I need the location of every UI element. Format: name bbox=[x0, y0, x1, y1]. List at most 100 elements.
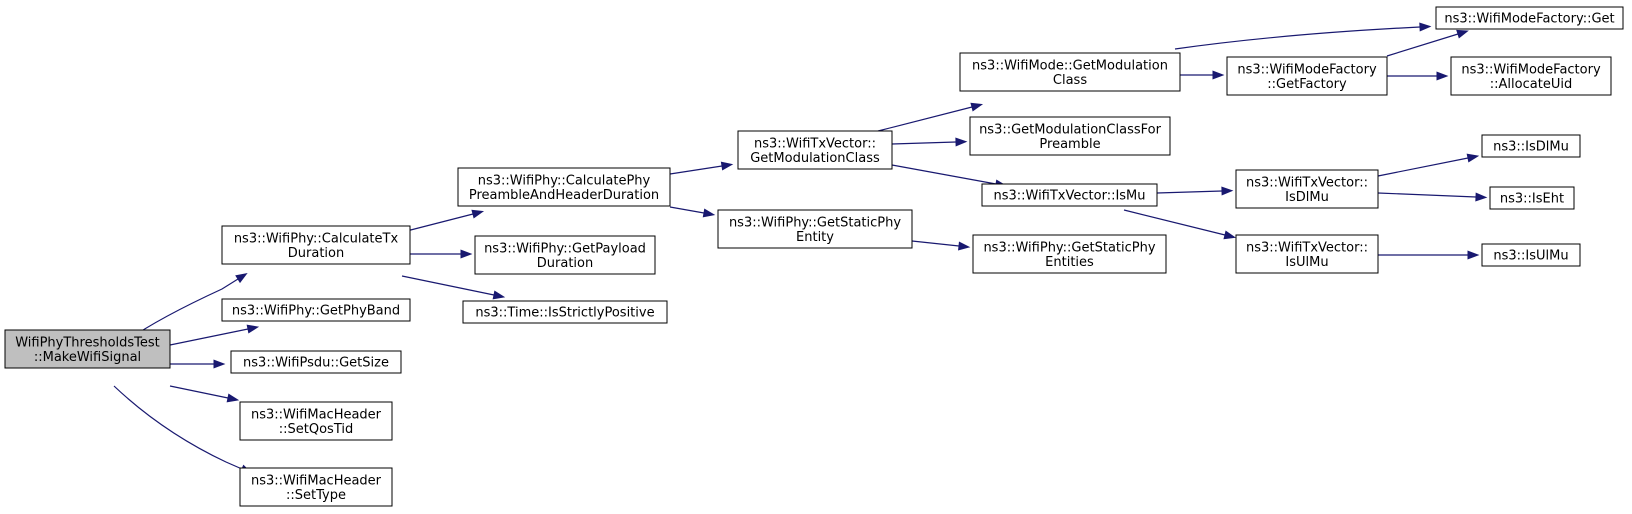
node-mfAlloc[interactable]: ns3::WifiModeFactory::AllocateUid bbox=[1450, 56, 1612, 96]
node-label-isEht-0: ns3::IsEht bbox=[1500, 192, 1564, 207]
node-label-txIsDlMu-1: IsDlMu bbox=[1285, 190, 1329, 205]
node-label-isUlMu-0: ns3::IsUlMu bbox=[1493, 249, 1568, 264]
node-psduSize[interactable]: ns3::WifiPsdu::GetSize bbox=[230, 350, 402, 374]
node-label-setQos-0: ns3::WifiMacHeader bbox=[251, 407, 382, 422]
node-box-payload bbox=[474, 235, 656, 275]
call-nodes: WifiPhyThresholdsTest::MakeWifiSignalns3… bbox=[4, 6, 1624, 507]
node-label-staticEnts-1: Entities bbox=[1045, 255, 1094, 270]
node-box-isEht bbox=[1489, 186, 1575, 210]
node-box-psduSize bbox=[230, 350, 402, 374]
node-box-strictPos bbox=[462, 300, 668, 324]
node-label-isDlMu-0: ns3::IsDlMu bbox=[1493, 140, 1569, 155]
node-label-payload-1: Duration bbox=[537, 256, 593, 271]
node-mfGet[interactable]: ns3::WifiModeFactory::Get bbox=[1435, 6, 1624, 30]
node-label-psduSize-0: ns3::WifiPsdu::GetSize bbox=[243, 356, 389, 371]
node-box-txIsDlMu bbox=[1235, 169, 1379, 209]
node-getPhyBand[interactable]: ns3::WifiPhy::GetPhyBand bbox=[221, 298, 411, 322]
node-txIsUlMu[interactable]: ns3::WifiTxVector::IsUlMu bbox=[1235, 234, 1379, 274]
node-box-isMu bbox=[981, 183, 1158, 207]
node-label-modeModClass-1: Class bbox=[1053, 73, 1087, 88]
edge-root-to-getPhyBand bbox=[169, 324, 260, 346]
node-label-calcTx-1: Duration bbox=[288, 246, 344, 261]
node-calcPre[interactable]: ns3::WifiPhy::CalculatePhyPreambleAndHea… bbox=[457, 167, 671, 207]
node-box-txIsUlMu bbox=[1235, 234, 1379, 274]
node-root[interactable]: WifiPhyThresholdsTest::MakeWifiSignal bbox=[4, 329, 171, 369]
node-box-calcTx bbox=[221, 225, 411, 265]
edge-txIsUlMu-to-isUlMu bbox=[1378, 250, 1480, 260]
node-box-getPhyBand bbox=[221, 298, 411, 322]
node-label-modPre-0: ns3::GetModulationClassFor bbox=[979, 122, 1162, 137]
node-label-setQos-1: ::SetQosTid bbox=[279, 422, 353, 437]
node-label-strictPos-0: ns3::Time::IsStrictlyPositive bbox=[475, 306, 654, 321]
node-label-payload-0: ns3::WifiPhy::GetPayload bbox=[484, 241, 646, 256]
node-isEht[interactable]: ns3::IsEht bbox=[1489, 186, 1575, 210]
node-txModClass[interactable]: ns3::WifiTxVector::GetModulationClass bbox=[737, 130, 893, 170]
edge-txModClass-to-modeModClass bbox=[877, 102, 984, 132]
node-box-txModClass bbox=[737, 130, 893, 170]
node-label-setType-1: ::SetType bbox=[286, 488, 346, 503]
node-label-calcTx-0: ns3::WifiPhy::CalculateTx bbox=[234, 231, 399, 246]
node-label-txModClass-0: ns3::WifiTxVector:: bbox=[754, 136, 876, 151]
node-label-mfAlloc-0: ns3::WifiModeFactory bbox=[1461, 62, 1601, 77]
node-modeModClass[interactable]: ns3::WifiMode::GetModulationClass bbox=[959, 52, 1181, 92]
node-label-txModClass-1: GetModulationClass bbox=[750, 151, 880, 166]
node-strictPos[interactable]: ns3::Time::IsStrictlyPositive bbox=[462, 300, 668, 324]
edge-modeModClass-to-mfFactory bbox=[1180, 70, 1225, 80]
node-setType[interactable]: ns3::WifiMacHeader::SetType bbox=[239, 467, 393, 507]
node-label-mfGet-0: ns3::WifiModeFactory::Get bbox=[1444, 12, 1614, 27]
node-label-txIsUlMu-1: IsUlMu bbox=[1285, 255, 1328, 270]
node-label-txIsDlMu-0: ns3::WifiTxVector:: bbox=[1246, 175, 1368, 190]
node-box-mfGet bbox=[1435, 6, 1624, 30]
edge-isMu-to-txIsDlMu bbox=[1156, 186, 1234, 196]
node-setQos[interactable]: ns3::WifiMacHeader::SetQosTid bbox=[239, 401, 393, 441]
node-label-staticEnts-0: ns3::WifiPhy::GetStaticPhy bbox=[983, 240, 1155, 255]
node-label-staticEnt-0: ns3::WifiPhy::GetStaticPhy bbox=[729, 215, 901, 230]
edge-txIsDlMu-to-isDlMu bbox=[1377, 153, 1480, 177]
edge-root-to-setQos bbox=[169, 385, 240, 403]
node-isDlMu[interactable]: ns3::IsDlMu bbox=[1481, 134, 1581, 158]
edge-modeModClass-to-mfGet bbox=[1174, 22, 1432, 50]
node-box-staticEnts bbox=[972, 234, 1167, 274]
node-label-getPhyBand-0: ns3::WifiPhy::GetPhyBand bbox=[232, 304, 400, 319]
node-box-staticEnt bbox=[717, 209, 913, 249]
edge-calcTx-to-payload bbox=[410, 249, 473, 259]
node-label-mfAlloc-1: ::AllocateUid bbox=[1490, 77, 1572, 92]
node-box-root bbox=[4, 329, 171, 369]
node-label-modPre-1: Preamble bbox=[1039, 137, 1100, 152]
node-box-modPre bbox=[969, 116, 1171, 156]
node-box-modeModClass bbox=[959, 52, 1181, 92]
node-isMu[interactable]: ns3::WifiTxVector::IsMu bbox=[981, 183, 1158, 207]
node-label-staticEnt-1: Entity bbox=[796, 230, 834, 245]
node-label-mfFactory-0: ns3::WifiModeFactory bbox=[1237, 62, 1377, 77]
node-isUlMu[interactable]: ns3::IsUlMu bbox=[1481, 243, 1581, 267]
edge-isMu-to-txIsUlMu bbox=[1123, 209, 1237, 240]
node-label-calcPre-1: PreambleAndHeaderDuration bbox=[469, 188, 659, 203]
edge-mfFactory-to-mfGet bbox=[1386, 29, 1469, 57]
node-box-isDlMu bbox=[1481, 134, 1581, 158]
node-txIsDlMu[interactable]: ns3::WifiTxVector::IsDlMu bbox=[1235, 169, 1379, 209]
node-label-setType-0: ns3::WifiMacHeader bbox=[251, 473, 382, 488]
node-label-calcPre-0: ns3::WifiPhy::CalculatePhy bbox=[478, 173, 651, 188]
edge-mfFactory-to-mfAlloc bbox=[1387, 71, 1449, 81]
node-box-isUlMu bbox=[1481, 243, 1581, 267]
edge-calcPre-to-txModClass bbox=[669, 161, 734, 175]
node-label-txIsUlMu-0: ns3::WifiTxVector:: bbox=[1246, 240, 1368, 255]
node-label-isMu-0: ns3::WifiTxVector::IsMu bbox=[993, 189, 1145, 204]
edge-root-to-psduSize bbox=[170, 359, 226, 369]
node-label-modeModClass-0: ns3::WifiMode::GetModulation bbox=[972, 58, 1168, 73]
edge-txIsDlMu-to-isEht bbox=[1377, 192, 1488, 202]
node-label-root-0: WifiPhyThresholdsTest bbox=[15, 335, 160, 350]
node-box-setType bbox=[239, 467, 393, 507]
node-mfFactory[interactable]: ns3::WifiModeFactory::GetFactory bbox=[1226, 56, 1388, 96]
node-label-mfFactory-1: ::GetFactory bbox=[1267, 77, 1347, 92]
node-box-mfFactory bbox=[1226, 56, 1388, 96]
edge-calcPre-to-staticEnt bbox=[669, 206, 716, 218]
node-label-root-1: ::MakeWifiSignal bbox=[34, 350, 141, 365]
node-box-calcPre bbox=[457, 167, 671, 207]
